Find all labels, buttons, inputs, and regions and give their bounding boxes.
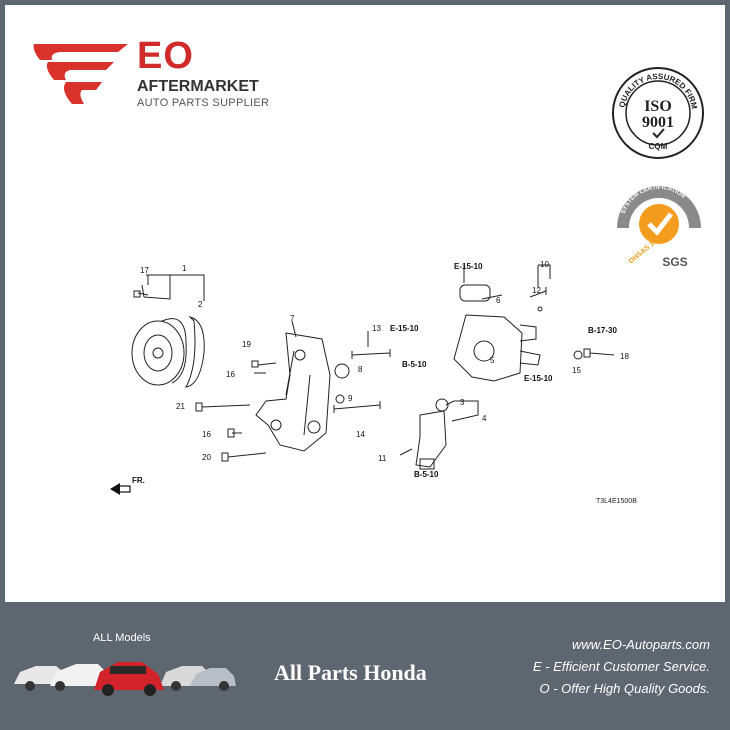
ref-e-15-10-top: E-15-10 [454,262,483,271]
footer-info: www.EO-Autoparts.com E - Efficient Custo… [533,634,710,700]
callout-17: 17 [140,266,149,275]
callout-19: 19 [242,340,251,349]
callout-1: 1 [182,264,187,273]
callout-2: 2 [198,300,203,309]
callout-11: 11 [378,454,387,463]
footer-title: All Parts Honda [274,660,427,685]
ref-b-5-10-bottom: B-5-10 [414,470,439,479]
callout-20: 20 [202,453,211,462]
callout-10: 10 [540,260,549,269]
car-lineup-image [14,662,236,696]
bolts-and-studs [133,287,615,462]
brand-tagline: AUTO PARTS SUPPLIER [137,97,270,109]
ref-b-5-10-left: B-5-10 [402,360,427,369]
water-outlet-part [415,398,449,470]
bracket-part [255,332,331,452]
all-models-label: ALL Models [93,632,151,644]
iso-label: ISO [644,98,672,115]
front-label: FR. [132,476,145,485]
content-panel [5,5,725,602]
callout-16-lower: 16 [202,430,211,439]
callout-8: 8 [358,365,363,374]
parts-diagram: FR. 17 1 2 7 19 16 21 16 20 13 8 9 14 11… [110,260,629,495]
callout-4: 4 [482,414,487,423]
sgs-ohsas-badge-icon: SYSTEM CERTIFICATION OHSAS 18001 SGS [617,185,701,269]
callout-21: 21 [176,402,185,411]
callout-16-upper: 16 [226,370,235,379]
slogan-e: E - Efficient Customer Service. [533,659,710,674]
callout-9: 9 [348,394,353,403]
iso-9001-badge-icon: QUALITY ASSURED FIRM ISO 9001 CQM [612,67,704,159]
thermostat-housing-part [453,284,541,382]
front-direction-arrow-icon: FR. [110,476,145,495]
callout-14: 14 [356,430,365,439]
callout-3: 3 [460,398,465,407]
brand-subtitle: AFTERMARKET [137,78,259,95]
sgs-brand-text: SGS [662,255,687,269]
callout-5: 5 [490,356,495,365]
eo-wing-logo-icon [33,44,128,104]
callout-13: 13 [372,324,381,333]
ref-e-15-10-right: E-15-10 [524,374,553,383]
slogan-o: O - Offer High Quality Goods. [539,681,710,696]
diagram-code: T3L4E1500B [596,498,637,505]
callout-7: 7 [290,314,295,323]
ref-e-15-10-left: E-15-10 [390,324,419,333]
car-silhouette-icon [14,662,236,696]
callout-18: 18 [620,352,629,361]
brand-name: EO [137,35,194,77]
ref-b-17-30: B-17-30 [588,326,617,335]
website-link[interactable]: www.EO-Autoparts.com [572,637,710,652]
callout-12: 12 [532,286,541,295]
water-pump-part [131,284,205,388]
callout-15: 15 [572,366,581,375]
iso-number: 9001 [642,114,674,131]
iso-cqm: CQM [649,142,668,151]
callout-6: 6 [496,296,501,305]
